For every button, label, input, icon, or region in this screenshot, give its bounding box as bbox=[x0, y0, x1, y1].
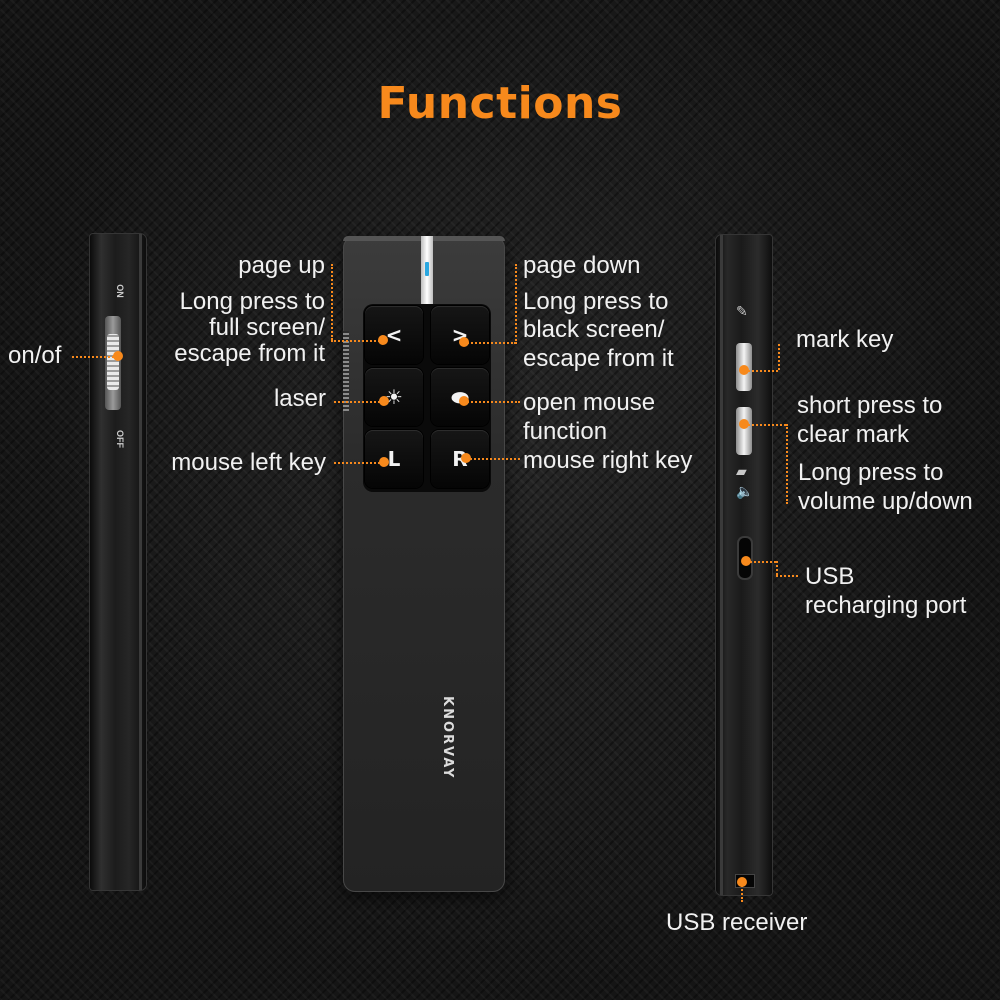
black-screen-line-2: black screen/ bbox=[523, 316, 665, 343]
switch-on-label: ON bbox=[115, 284, 125, 298]
clear-mark-line-2: clear mark bbox=[797, 421, 910, 448]
on-off-label: on/of bbox=[8, 342, 62, 369]
page-up-dot bbox=[378, 335, 388, 345]
clear-volume-button[interactable] bbox=[736, 407, 752, 455]
power-switch[interactable] bbox=[105, 316, 121, 410]
clear-mark-line-1: short press to bbox=[797, 392, 943, 419]
full-screen-line-2: full screen/ bbox=[208, 314, 325, 341]
mouse-left-dot bbox=[379, 457, 389, 467]
mark-key-leader-v bbox=[778, 344, 780, 370]
switch-off-label: OFF bbox=[115, 430, 125, 448]
page-down-leader bbox=[515, 264, 517, 344]
mouse-right-leader bbox=[466, 458, 520, 460]
speaker-icon: 🔈 bbox=[736, 483, 754, 499]
laser-leader bbox=[334, 401, 384, 403]
power-switch-knob[interactable] bbox=[107, 334, 119, 390]
usb-receiver-dot bbox=[737, 877, 747, 887]
clear-mark-leader-v bbox=[786, 424, 788, 504]
laser-icon: ☀ bbox=[385, 385, 403, 409]
side-rail-right bbox=[720, 235, 723, 895]
laser-dot bbox=[379, 396, 389, 406]
usb-receiver-leader bbox=[741, 882, 743, 902]
black-screen-line-1: Long press to bbox=[523, 288, 669, 315]
page-title: Functions bbox=[377, 78, 623, 129]
open-mouse-leader bbox=[464, 401, 520, 403]
on-off-leader bbox=[72, 356, 118, 358]
mouse-left-leader bbox=[334, 462, 384, 464]
mouse-left-key[interactable]: L bbox=[365, 430, 423, 488]
page-up-key[interactable]: < bbox=[365, 306, 423, 364]
mark-key-label: mark key bbox=[796, 326, 894, 353]
pen-icon: ✎ bbox=[736, 303, 748, 319]
full-screen-line-3: escape from it bbox=[174, 340, 325, 367]
volume-line-1: Long press to bbox=[798, 459, 944, 486]
full-screen-line-1: Long press to bbox=[179, 288, 325, 315]
open-mouse-line-2: function bbox=[523, 418, 608, 445]
on-off-dot bbox=[113, 351, 123, 361]
usb-port-line-1: USB bbox=[805, 563, 855, 590]
brand-logo: KNORVAY bbox=[440, 696, 455, 780]
mark-key-dot bbox=[739, 365, 749, 375]
volume-line-2: volume up/down bbox=[798, 488, 973, 515]
open-mouse-line-1: open mouse bbox=[523, 389, 656, 416]
usb-port-leader bbox=[746, 561, 776, 563]
page-down-label: page down bbox=[523, 252, 641, 279]
laser-key[interactable]: ☀ bbox=[365, 368, 423, 426]
laser-label: laser bbox=[273, 385, 326, 412]
eraser-icon: ▰ bbox=[736, 463, 747, 479]
side-grip bbox=[343, 331, 349, 411]
mouse-right-dot bbox=[461, 453, 471, 463]
usb-port-line-2: recharging port bbox=[805, 592, 967, 619]
page-down-dot bbox=[459, 337, 469, 347]
page-down-leader-h bbox=[464, 342, 516, 344]
clear-mark-dot bbox=[739, 419, 749, 429]
open-mouse-dot bbox=[459, 396, 469, 406]
clear-mark-leader bbox=[744, 424, 786, 426]
mouse-left-label: mouse left key bbox=[171, 449, 326, 476]
usb-port-leader-v bbox=[776, 561, 778, 575]
presenter-side-left: ON OFF bbox=[90, 234, 146, 890]
presenter-front: < > ☀ ⬬ L R KNORVAY bbox=[343, 236, 505, 892]
black-screen-line-3: escape from it bbox=[523, 345, 674, 372]
left-key-glyph: L bbox=[387, 447, 401, 471]
side-rail bbox=[139, 234, 142, 890]
usb-port-dot bbox=[741, 556, 751, 566]
status-led bbox=[425, 262, 429, 276]
usb-port-leader-h2 bbox=[776, 575, 798, 577]
page-down-key[interactable]: > bbox=[431, 306, 489, 364]
page-up-leader bbox=[331, 264, 333, 340]
page-up-leader-h bbox=[331, 340, 383, 342]
mouse-right-label: mouse right key bbox=[523, 447, 693, 474]
page-up-label: page up bbox=[238, 252, 325, 279]
chevron-left-icon: < bbox=[385, 323, 403, 347]
usb-receiver-label: USB receiver bbox=[666, 909, 808, 936]
mark-key-leader bbox=[744, 370, 778, 372]
